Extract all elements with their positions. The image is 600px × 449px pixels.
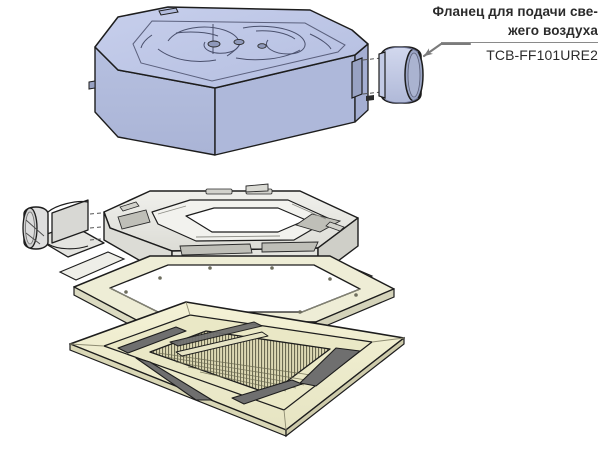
part-gasket-frame xyxy=(73,255,395,331)
callout-leader-line xyxy=(422,42,472,58)
panel-louvers xyxy=(117,326,361,405)
part-decorative-panel xyxy=(69,301,405,438)
callout-label-line-2: жего воздуха xyxy=(508,23,598,38)
callout-model-code: TCB-FF101URE2 xyxy=(486,47,598,63)
part-side-knockout xyxy=(351,57,363,99)
part-indoor-unit-body xyxy=(88,6,374,156)
callout-label-line-1: Фланец для подачи све- xyxy=(432,4,598,19)
alignment-guides-top xyxy=(362,57,382,95)
callout-underline xyxy=(441,42,598,43)
part-fresh-air-flange xyxy=(378,46,424,104)
part-drain-duct-flange xyxy=(22,199,105,258)
panel-upper-louver-strips xyxy=(169,321,269,357)
